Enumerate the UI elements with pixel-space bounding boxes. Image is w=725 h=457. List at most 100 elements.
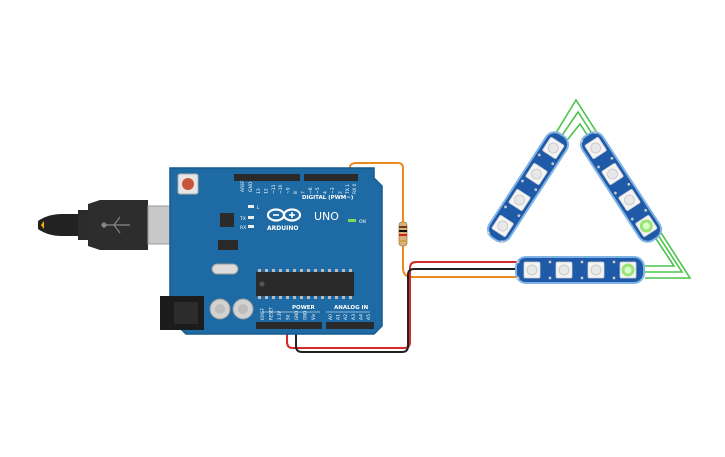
chip-pin bbox=[293, 296, 296, 299]
chip-pin bbox=[328, 296, 331, 299]
chip-pin bbox=[314, 269, 317, 272]
analog-pin-label: A2 bbox=[343, 314, 349, 320]
regulator bbox=[218, 240, 238, 250]
chip-pin bbox=[265, 269, 268, 272]
neopixel-led[interactable] bbox=[548, 260, 573, 280]
chip-pin bbox=[272, 296, 275, 299]
chip-pin bbox=[265, 296, 268, 299]
chip-pins bbox=[258, 269, 352, 299]
black-wire[interactable] bbox=[295, 268, 520, 353]
power-pin-label: Vin bbox=[311, 313, 316, 320]
analog-label: ANALOG IN bbox=[334, 305, 369, 311]
chip-pin bbox=[335, 296, 338, 299]
chip-pin bbox=[258, 269, 261, 272]
l-label: L bbox=[257, 205, 260, 211]
power-pin-label: 3.3V bbox=[277, 311, 282, 320]
neopixel-led[interactable] bbox=[597, 156, 625, 185]
analog-pin-label: A4 bbox=[358, 314, 364, 320]
chip-pin bbox=[293, 269, 296, 272]
neopixel-led[interactable] bbox=[537, 136, 565, 166]
neopixel-strip-right[interactable] bbox=[577, 128, 665, 245]
chip-pin bbox=[272, 269, 275, 272]
chip-pin bbox=[307, 269, 310, 272]
chip-pin bbox=[342, 296, 345, 299]
neopixel-led[interactable] bbox=[580, 130, 608, 159]
status-leds bbox=[248, 205, 254, 228]
chip-pin bbox=[258, 296, 261, 299]
usb-connector-icon bbox=[101, 216, 130, 234]
neopixel-led[interactable] bbox=[580, 260, 605, 280]
on-led bbox=[348, 219, 356, 222]
chip-small bbox=[220, 213, 234, 227]
digital-pin-label: RX 0 bbox=[352, 183, 358, 194]
digital-pin-label: ~5 bbox=[315, 187, 321, 194]
power-pin-label: IOREF bbox=[260, 307, 265, 320]
chip-pin bbox=[279, 296, 282, 299]
barrel-jack-icon bbox=[160, 296, 204, 330]
chip-pin bbox=[335, 269, 338, 272]
chip-pin bbox=[279, 269, 282, 272]
power-header bbox=[256, 322, 322, 329]
on-label: ON bbox=[359, 219, 366, 225]
analog-pin-label: A3 bbox=[351, 314, 357, 320]
neopixel-led[interactable] bbox=[613, 182, 641, 211]
usb-cable[interactable] bbox=[38, 200, 175, 250]
chip-pin bbox=[300, 269, 303, 272]
power-pin-label: 5V bbox=[286, 314, 291, 320]
analog-pin-label: A0 bbox=[328, 314, 334, 320]
tx-label: TX bbox=[239, 216, 246, 222]
capacitor-2 bbox=[232, 298, 254, 320]
neopixel-led[interactable] bbox=[487, 214, 515, 244]
digital-pin-label: 4 bbox=[323, 191, 329, 194]
crystal bbox=[211, 263, 239, 275]
digital-pin-label: 2 bbox=[337, 191, 343, 194]
analog-header bbox=[326, 322, 374, 329]
digital-pin-label: ~9 bbox=[286, 187, 292, 194]
gnd-label: GND bbox=[248, 181, 254, 192]
analog-pin-label: A5 bbox=[366, 314, 372, 320]
digital-pin-label: TX 1 bbox=[345, 184, 351, 195]
orange-wire[interactable] bbox=[349, 162, 520, 278]
chip-pin bbox=[328, 269, 331, 272]
neopixel-led[interactable] bbox=[630, 208, 658, 237]
neopixel-led[interactable] bbox=[516, 260, 541, 280]
digital-header-label: DIGITAL (PWM~) bbox=[302, 195, 354, 201]
chip-pin bbox=[349, 296, 352, 299]
reset-button-icon[interactable] bbox=[177, 173, 199, 195]
chip-pin bbox=[286, 296, 289, 299]
digital-pin-label: ~10 bbox=[278, 184, 284, 194]
neopixel-led[interactable] bbox=[612, 260, 637, 280]
power-pin-label: GND bbox=[294, 311, 299, 320]
capacitor-1 bbox=[209, 298, 231, 320]
digital-pin-label: 7 bbox=[300, 191, 306, 194]
chip-pin bbox=[286, 269, 289, 272]
digital-pin-label: ~11 bbox=[271, 184, 277, 194]
rx-label: RX bbox=[240, 225, 246, 231]
neopixel-strip-left[interactable] bbox=[484, 128, 572, 245]
arduino-logo-icon bbox=[266, 208, 302, 222]
analog-pin-label: A1 bbox=[336, 314, 342, 320]
chip-pin bbox=[300, 296, 303, 299]
usb-plug-tip-icon bbox=[41, 221, 44, 229]
chip-pin bbox=[314, 296, 317, 299]
power-label: POWER bbox=[292, 305, 316, 311]
neopixel-led[interactable] bbox=[520, 162, 548, 192]
resistor[interactable] bbox=[398, 221, 408, 247]
digital-pin-label: ~6 bbox=[308, 187, 314, 194]
chip-pin bbox=[321, 296, 324, 299]
chip-pin bbox=[307, 296, 310, 299]
neopixel-led[interactable] bbox=[504, 188, 532, 218]
uno-model: UNO bbox=[314, 210, 339, 223]
digital-pin-label: 12 bbox=[263, 188, 269, 194]
digital-pin-label: ~3 bbox=[330, 187, 336, 194]
atmega-chip bbox=[256, 272, 354, 296]
neopixel-strip-bottom[interactable] bbox=[515, 256, 645, 284]
digital-header bbox=[234, 174, 358, 181]
power-pin-label: RESET bbox=[269, 307, 274, 320]
